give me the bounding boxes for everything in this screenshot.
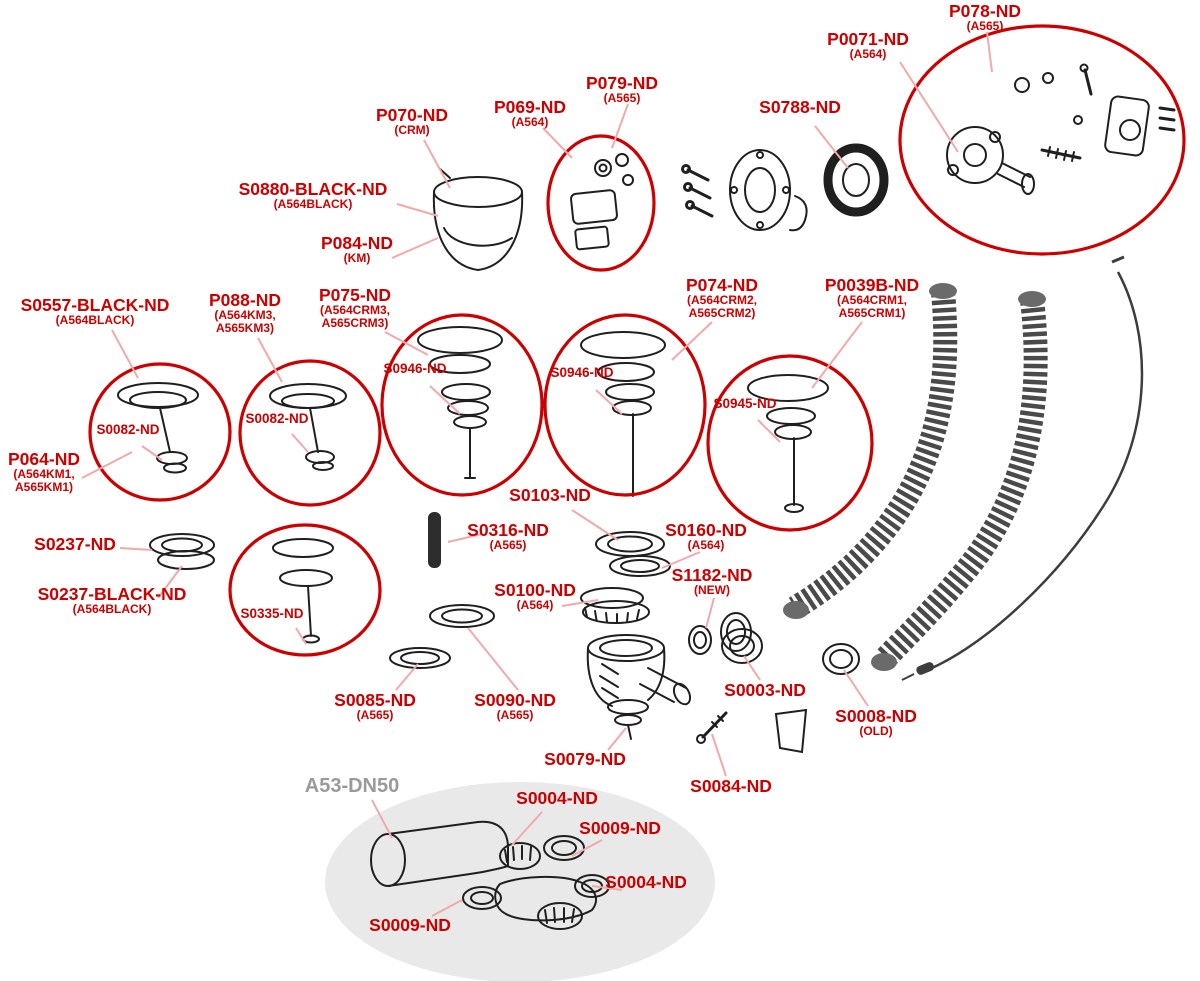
trap-a53-art	[325, 782, 715, 981]
ring-s0090-art	[429, 604, 495, 628]
overflow-mech-art	[570, 153, 634, 251]
leader-lines	[81, 31, 993, 917]
rings-s0237-art	[149, 533, 215, 570]
ring-s0085-art	[389, 647, 451, 669]
screws-art	[681, 164, 714, 218]
plug-p088-art	[269, 383, 347, 471]
ring-s0003-art	[721, 628, 763, 664]
overflow-assembly-art	[946, 63, 1176, 195]
rings-s0103-art	[595, 531, 671, 577]
stopper-s0335-art	[272, 538, 334, 644]
ring-s0008-art	[822, 643, 860, 675]
plug-p0039b-art	[747, 374, 829, 513]
pull-cable-art	[901, 255, 1144, 681]
circle-s0557	[88, 362, 232, 502]
circle-p074	[543, 313, 707, 497]
group-circles	[88, 24, 1186, 657]
circle-p075	[380, 313, 544, 497]
ring-s0100-art	[580, 587, 650, 624]
plug-p074-art	[580, 331, 666, 497]
drain-body-art	[586, 634, 692, 715]
circle-p079	[546, 134, 656, 272]
wedge-art	[774, 708, 808, 754]
pin-s0316-art	[428, 512, 441, 568]
part-s0079-art	[614, 714, 642, 740]
screw-s0084-art	[696, 711, 728, 744]
circle-s0335	[228, 523, 382, 657]
circle-p088	[238, 359, 382, 507]
rings-s1182-art	[688, 612, 752, 655]
circle-p0039b	[706, 354, 874, 532]
overflow-cover-art	[432, 168, 524, 272]
plug-p075-art	[417, 326, 503, 479]
gasket-s0788-art	[823, 143, 889, 217]
plug-s0557-art	[117, 382, 199, 474]
corrugated-hose-right-art	[871, 291, 1048, 671]
circle-overflow-assembly	[898, 24, 1186, 256]
corrugated-hose-left-art	[783, 283, 958, 619]
overflow-flange-art	[729, 149, 808, 232]
